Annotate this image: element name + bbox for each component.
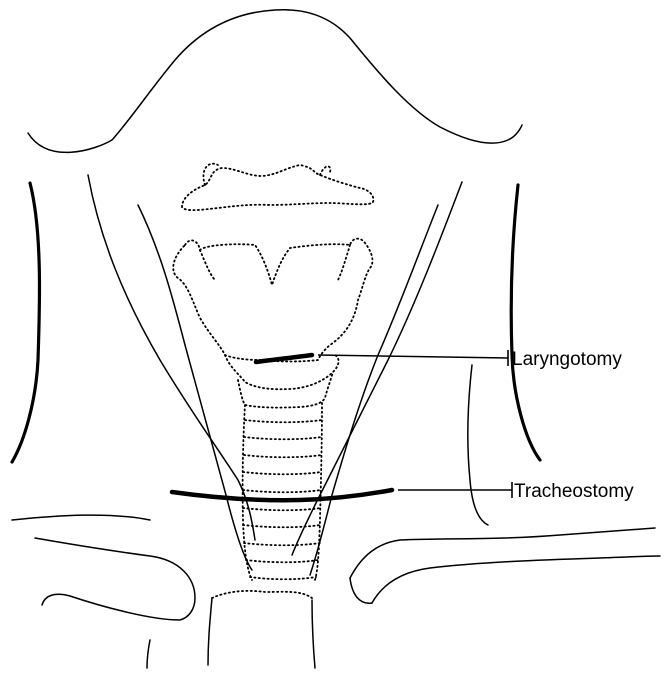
thyroid-inner-right bbox=[338, 245, 350, 280]
right-clavicle bbox=[350, 528, 655, 578]
right-neck-outline bbox=[511, 185, 540, 460]
trachea-ring bbox=[243, 472, 321, 474]
trachea-ring bbox=[250, 577, 316, 579]
trachea-ring bbox=[244, 437, 322, 439]
jaw-outline bbox=[28, 10, 522, 153]
laryngotomy-leader bbox=[318, 355, 508, 358]
hyoid-right-horn bbox=[320, 166, 330, 175]
right-lateral-line bbox=[468, 365, 488, 525]
right-scm-inner bbox=[310, 205, 438, 575]
trachea-ring bbox=[243, 525, 320, 527]
hyoid-left-horn bbox=[203, 164, 218, 185]
sternal-notch bbox=[212, 591, 312, 598]
tracheostomy-label: Tracheostomy bbox=[514, 481, 634, 502]
left-shoulder-line bbox=[12, 515, 150, 520]
trachea-ring bbox=[243, 508, 321, 510]
left-neck-outline bbox=[12, 183, 40, 462]
trachea-ring bbox=[245, 420, 322, 422]
hyoid-bone bbox=[182, 165, 374, 210]
trachea-rings bbox=[243, 403, 322, 580]
laryngotomy-label: Laryngotomy bbox=[512, 349, 622, 370]
right-shoulder-bottom bbox=[350, 578, 372, 603]
tracheostomy-incision bbox=[172, 490, 392, 500]
trachea-ring bbox=[244, 543, 320, 545]
trachea-ring bbox=[243, 490, 321, 492]
left-clavicle bbox=[35, 538, 195, 620]
left-scm-outer bbox=[88, 175, 255, 540]
thyroid-inner-left bbox=[200, 250, 215, 280]
trachea-ring bbox=[244, 455, 322, 457]
right-clavicle-lower bbox=[372, 556, 660, 603]
left-lower-line bbox=[147, 640, 150, 668]
thyroid-cartilage bbox=[173, 239, 372, 362]
trachea-ring bbox=[246, 560, 318, 562]
left-sternal-line bbox=[208, 598, 212, 665]
left-scm-inner bbox=[138, 205, 252, 570]
right-sternal-line bbox=[312, 600, 315, 668]
